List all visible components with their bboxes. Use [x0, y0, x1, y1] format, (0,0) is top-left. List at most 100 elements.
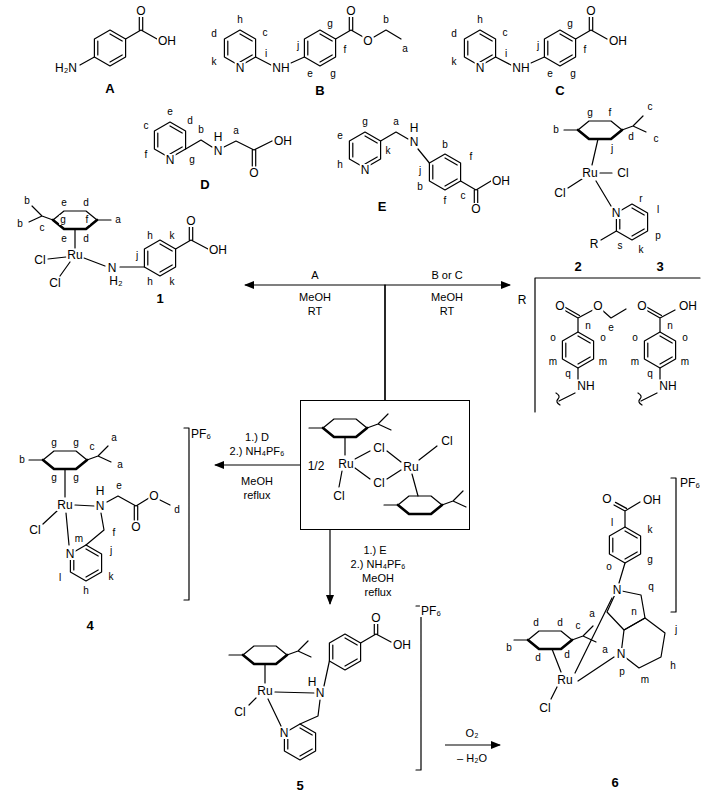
ring-symbol [464, 30, 495, 66]
ring-symbol [94, 30, 125, 66]
locant-letter: j [674, 625, 678, 635]
atom-label: OH [678, 300, 698, 312]
locant-letter: g [586, 108, 594, 118]
atom-label: Cl [233, 706, 246, 718]
condition-text: 2.) NH₄PF₆ [350, 559, 407, 570]
locant-letter: m [598, 357, 608, 367]
reaction-arrow [329, 530, 330, 604]
atom-label: 1/2 [307, 460, 326, 472]
atom-label: NH [576, 380, 595, 392]
condition-text: MeOH [361, 573, 395, 584]
atom-label: N [213, 145, 224, 157]
compound-label: 3 [655, 260, 664, 273]
locant-letter: b [441, 140, 449, 150]
locant-letter: b [23, 196, 31, 206]
locant-letter: k [169, 277, 176, 287]
locant-letter: c [502, 28, 509, 38]
atom-label: Cl [538, 702, 551, 714]
locant-letter: f [443, 196, 448, 206]
structure: bggcaaggRuClHNeOOdNmfjkhlPF₆4 [5, 420, 215, 640]
locant-letter: k [385, 146, 392, 156]
structure: H₂NOOHA [20, 0, 205, 98]
locant-letter: e [166, 107, 174, 117]
locant-letter: m [548, 357, 558, 367]
bond-line [535, 231, 700, 412]
locant-letter: m [640, 675, 650, 685]
atom-label: O [248, 167, 259, 179]
locant-letter: g [361, 117, 369, 127]
locant-letter: c [39, 223, 46, 233]
locant-letter: c [262, 28, 269, 38]
locant-letter: g [59, 215, 67, 225]
locant-letter: m [74, 534, 84, 544]
structure: bgfdccjRuClClNrlpksR23ROOenoommqNHOOHnoo… [510, 100, 705, 415]
atom-label: Ru [556, 674, 573, 686]
locant-letter: d [556, 618, 564, 628]
atom-label: O [185, 215, 196, 227]
locant-letter: s [617, 241, 624, 251]
atom-label: O [554, 300, 565, 312]
atom-label: H₂ [108, 275, 123, 287]
locant-letter: b [505, 643, 513, 653]
condition-text: 2.) NH₄PF₆ [229, 446, 286, 457]
atom-label: N [475, 62, 486, 74]
ring-symbol [29, 446, 111, 469]
atom-label: N [612, 584, 623, 596]
bond-line [556, 307, 626, 405]
atom-label: O [470, 203, 481, 215]
locant-letter: k [108, 572, 115, 582]
bond-line [381, 132, 491, 203]
reaction-arrow [215, 464, 300, 465]
atom-label: Cl [440, 435, 453, 447]
atom-label: Cl [28, 524, 41, 536]
locant-letter: a [232, 126, 240, 136]
locant-letter: k [451, 57, 458, 67]
ring-outline [621, 618, 665, 668]
atom-label: Cl [616, 167, 629, 179]
locant-letter: a [110, 433, 118, 443]
compound-label: D [199, 178, 210, 191]
atom-label: OH [273, 135, 293, 147]
locant-letter: l [610, 518, 614, 528]
locant-letter: j [536, 41, 540, 51]
bond-line [256, 17, 401, 65]
structure: hcdkNiNHjgegfOObaB [205, 0, 420, 98]
bond-line [186, 140, 272, 166]
atom-label: Ru [256, 685, 273, 697]
compound-label: 6 [610, 776, 619, 789]
locant-letter: b [197, 125, 205, 135]
reagent-box: 1/2RuClClRuClCl [300, 400, 470, 530]
locant-letter: d [82, 198, 90, 208]
structure: ecdfNgbHNaOOHD [130, 100, 300, 194]
atom-label: N [315, 687, 326, 699]
locant-letter: h [336, 160, 344, 170]
locant-letter: m [630, 357, 640, 367]
atom-label: O [585, 5, 596, 17]
locant-letter: g [326, 19, 334, 29]
condition-text: MeOH [430, 292, 464, 303]
compound-label: 5 [295, 779, 304, 792]
atom-label: Cl [33, 254, 46, 266]
locant-letter: g [566, 19, 574, 29]
atom-label: Ru [337, 458, 354, 470]
atom-label: O [592, 300, 603, 312]
atom-label: Ru [56, 499, 73, 511]
atom-label: PF₆ [190, 428, 212, 440]
atom-label: OH [491, 175, 511, 187]
locant-letter: n [666, 321, 674, 331]
atom-label: N [616, 648, 627, 660]
locant-letter: o [631, 333, 639, 343]
atom-label: Ru [402, 461, 419, 473]
locant-letter: a [116, 460, 124, 470]
locant-letter: f [583, 45, 588, 55]
atom-label: NH [658, 380, 677, 392]
bond-line [43, 428, 189, 600]
ring-symbol [229, 641, 311, 664]
structure: OOHPF₆lkgoNqnNjhpmbddcaaddRuCl6 [500, 476, 705, 800]
ring-symbol [144, 240, 175, 276]
locant-letter: g [646, 555, 654, 565]
locant-letter: h [146, 277, 154, 287]
locant-letter: m [680, 357, 690, 367]
locant-letter: d [186, 116, 194, 126]
